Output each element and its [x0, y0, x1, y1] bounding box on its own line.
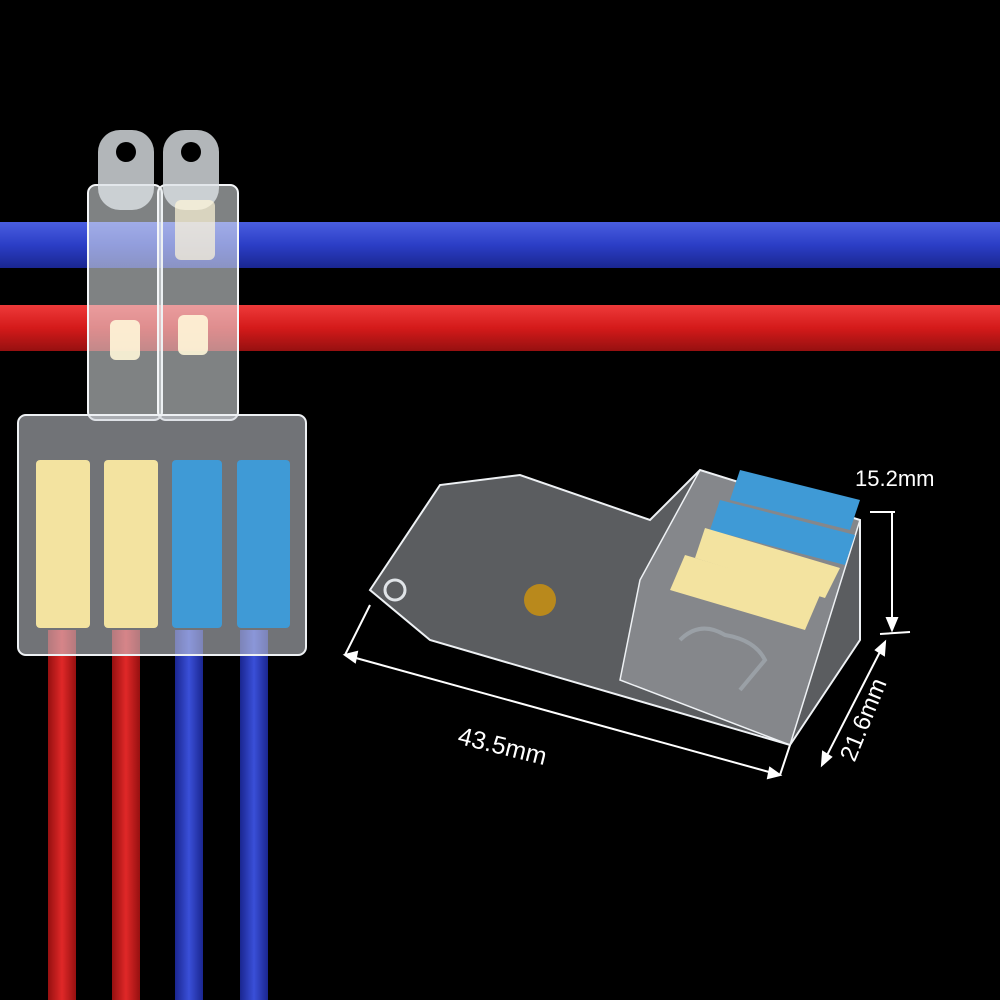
tap-clip-left: [87, 130, 163, 421]
lever-yellow-2: [104, 460, 158, 628]
tap-clip-right: [157, 130, 239, 421]
blue-wire-2: [240, 630, 268, 1000]
connector-housing-front: [17, 414, 307, 656]
lever-yellow-b: [670, 555, 820, 630]
lever-blue-b: [710, 500, 855, 565]
lever-yellow-1: [36, 460, 90, 628]
dimension-height-label: 15.2mm: [855, 466, 935, 491]
lever-blue-1: [172, 460, 222, 628]
lever-yellow-a: [695, 528, 840, 598]
red-wire-2: [112, 630, 140, 1000]
red-wire-1: [48, 630, 76, 1000]
connector-3d-view: [368, 468, 861, 747]
lever-blue-2: [237, 460, 290, 628]
dimension-lines: [342, 511, 911, 780]
lever-blue-a: [730, 470, 860, 530]
blue-wire-1: [175, 630, 203, 1000]
